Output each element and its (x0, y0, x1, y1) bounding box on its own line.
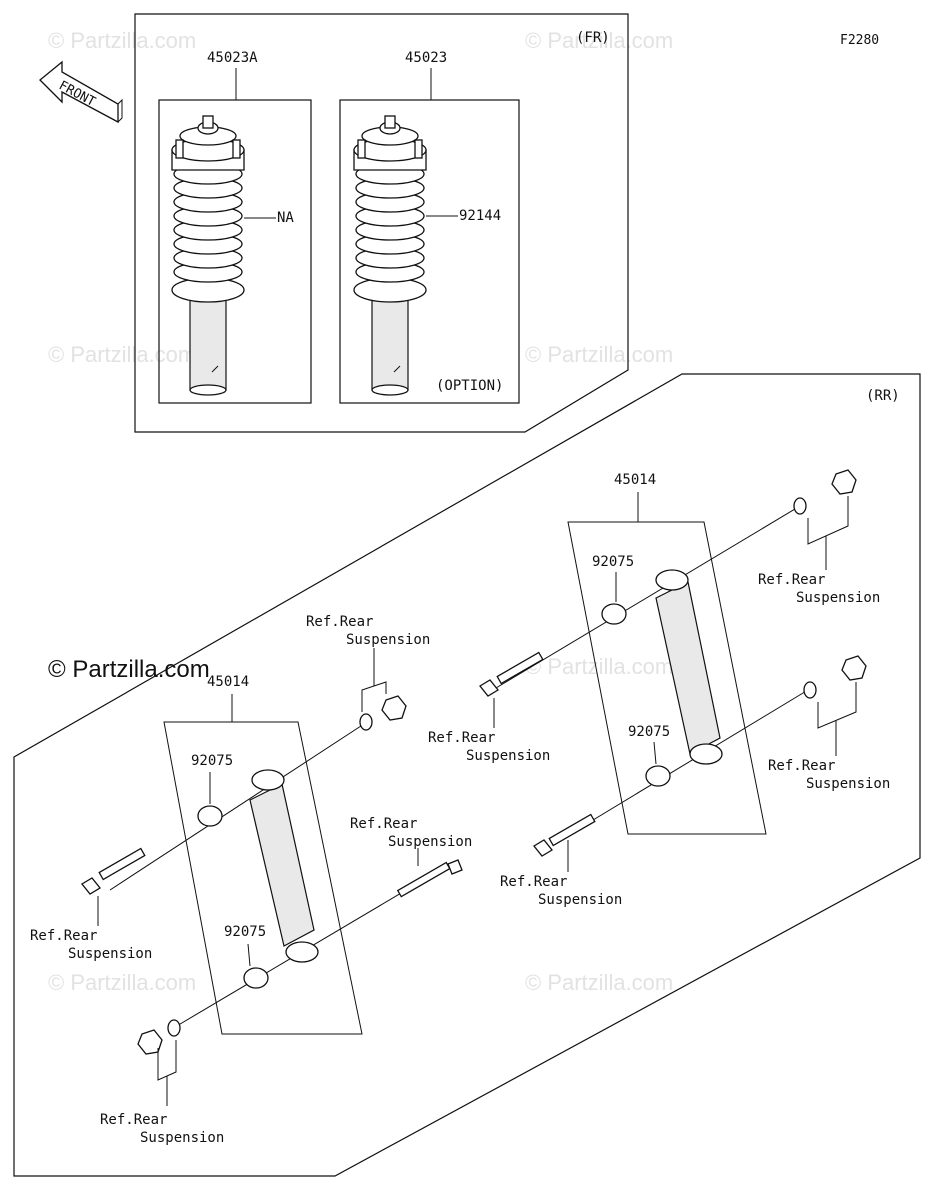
ref-label-line1: Ref.Rear (500, 874, 567, 890)
ref-label-line1: Ref.Rear (350, 816, 417, 832)
rear-right-assembly: 45014 92075 92075 Ref.Rear Suspensi (428, 469, 890, 908)
watermark: © Partzilla.com (525, 28, 673, 53)
ref-label-line1: Ref.Rear (768, 758, 835, 774)
watermark: © Partzilla.com (48, 28, 196, 53)
bushing-label-upper: 92075 (191, 753, 233, 769)
bushing-upper (601, 603, 627, 625)
bushing-lower (645, 765, 671, 787)
bolt (533, 813, 596, 857)
front-section-label: (FR) (576, 30, 610, 46)
watermark: © Partzilla.com (525, 342, 673, 367)
ref-label-line2: Suspension (68, 946, 152, 962)
option-note: (OPTION) (436, 378, 503, 394)
part-number-45023: 45023 (405, 50, 447, 66)
washer (359, 713, 373, 731)
diagram-code: F2280 (840, 33, 879, 48)
ref-label-line2: Suspension (388, 834, 472, 850)
ref-label-line2: Suspension (346, 632, 430, 648)
watermark: © Partzilla.com (48, 342, 196, 367)
spring-label-na: NA (277, 210, 294, 226)
watermark: © Partzilla.com (525, 654, 673, 679)
coil-spring (355, 163, 425, 283)
watermark: © Partzilla.com (48, 970, 196, 995)
ref-label-line1: Ref.Rear (100, 1112, 167, 1128)
part-number-45014-right: 45014 (614, 472, 656, 488)
part-number-45014-left: 45014 (207, 674, 249, 690)
ref-label-line2: Suspension (140, 1130, 224, 1146)
shock-absorber (249, 769, 319, 963)
part-number-45023a: 45023A (207, 50, 258, 66)
rear-section-label: (RR) (866, 388, 900, 404)
rear-section-frame (13, 373, 921, 1177)
bushing-label-upper: 92075 (592, 554, 634, 570)
nut (381, 695, 407, 721)
nut (831, 469, 857, 495)
shock-absorber (655, 569, 723, 765)
bushing-label-lower: 92075 (224, 924, 266, 940)
ref-label-line2: Suspension (538, 892, 622, 908)
nut (841, 655, 867, 681)
ref-label-line1: Ref.Rear (758, 572, 825, 588)
bushing-label-lower: 92075 (628, 724, 670, 740)
ref-label-line2: Suspension (466, 748, 550, 764)
washer (793, 497, 807, 515)
front-arrow-icon: FRONT (39, 60, 123, 124)
front-right-box (339, 99, 520, 404)
coil-spring (173, 163, 243, 283)
watermarks: © Partzilla.com © Partzilla.com © Partzi… (48, 28, 673, 995)
bolt (479, 651, 544, 697)
front-section-frame (134, 13, 629, 433)
front-shock-right (353, 115, 427, 396)
ref-label-line2: Suspension (796, 590, 880, 606)
bushing-lower (243, 967, 269, 989)
bushing-upper (197, 805, 223, 827)
front-left-box (158, 99, 312, 404)
bolt (396, 859, 463, 898)
watermark-main: © Partzilla.com (48, 656, 210, 683)
ref-label-line2: Suspension (806, 776, 890, 792)
rear-left-assembly: 45014 92075 92075 Ref.Rear Suspensi (30, 614, 472, 1146)
watermark: © Partzilla.com (525, 970, 673, 995)
bolt (81, 847, 146, 895)
washer (167, 1019, 181, 1037)
washer (803, 681, 817, 699)
ref-label-line1: Ref.Rear (306, 614, 373, 630)
ref-label-line1: Ref.Rear (30, 928, 97, 944)
ref-label-line1: Ref.Rear (428, 730, 495, 746)
front-shock-left (171, 115, 245, 396)
spring-label-92144: 92144 (459, 208, 501, 224)
